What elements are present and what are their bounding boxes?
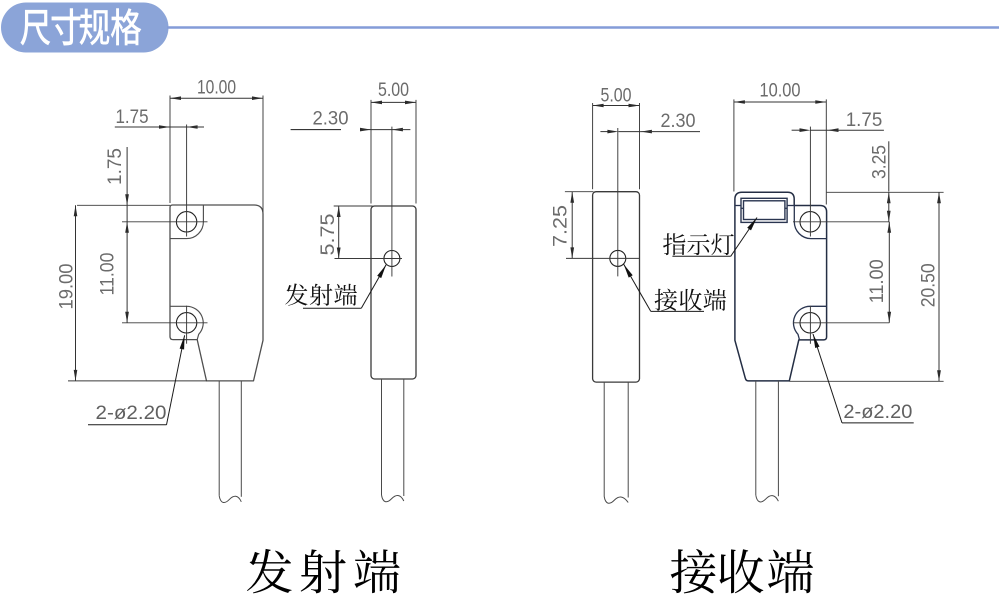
svg-text:10.00: 10.00 — [197, 78, 236, 99]
svg-text:1.75: 1.75 — [846, 110, 883, 131]
svg-text:19.00: 19.00 — [57, 264, 78, 310]
svg-text:10.00: 10.00 — [760, 80, 801, 101]
svg-text:1.75: 1.75 — [116, 107, 149, 128]
svg-text:2.30: 2.30 — [661, 111, 696, 132]
svg-text:7.25: 7.25 — [551, 205, 572, 247]
svg-text:20.50: 20.50 — [918, 263, 939, 307]
svg-text:5.75: 5.75 — [318, 214, 339, 256]
svg-text:11.00: 11.00 — [867, 259, 888, 303]
svg-text:2-ø2.20: 2-ø2.20 — [843, 402, 912, 423]
svg-text:2-ø2.20: 2-ø2.20 — [96, 403, 167, 424]
svg-text:3.25: 3.25 — [870, 145, 891, 179]
svg-text:2.30: 2.30 — [313, 109, 349, 130]
svg-text:1.75: 1.75 — [105, 148, 126, 185]
svg-text:11.00: 11.00 — [98, 253, 119, 296]
svg-text:5.00: 5.00 — [378, 80, 409, 101]
svg-text:5.00: 5.00 — [601, 86, 632, 107]
